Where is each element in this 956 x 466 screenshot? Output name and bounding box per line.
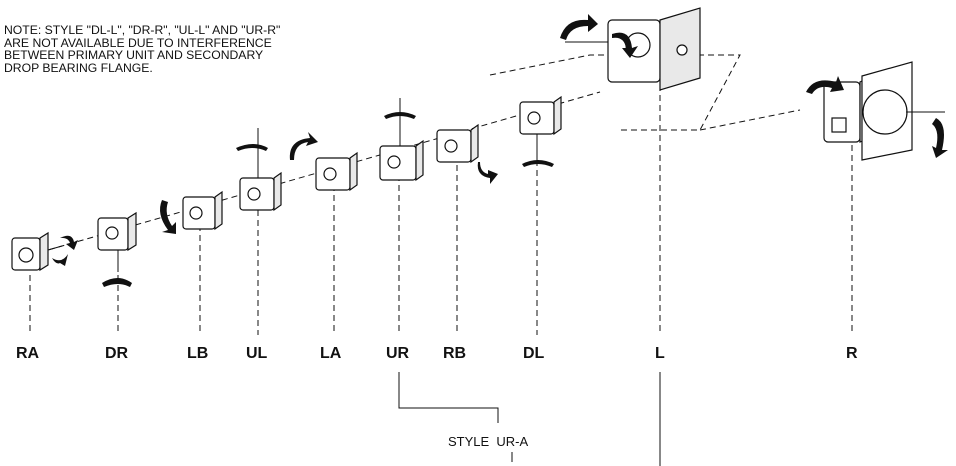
style-label-dr: DR [105,345,129,362]
note-line: DROP BEARING FLANGE. [4,60,153,75]
rotation-arrow-icon [52,254,68,266]
style-label-ra: RA [16,345,40,362]
rotation-arrow-icon [236,144,268,151]
rotation-arrow-icon [522,160,554,167]
rotation-arrow-icon [160,200,176,234]
unit-la [289,132,358,192]
unit-lb [160,190,223,234]
style-label-lb: LB [187,345,208,362]
callout-style-ur-a: STYLE UR-A [448,434,529,449]
rotation-arrow-icon [384,112,416,119]
availability-note: NOTE: STYLE "DL-L", "DR-R", "UL-L" AND "… [4,24,434,74]
style-label-l: L [655,345,665,362]
unit-ul [236,128,282,212]
callout-line-ur [398,372,499,423]
unit-dr [97,211,137,287]
rotation-arrow-icon [612,32,638,58]
note-line: NOTE: STYLE "DL-L", "DR-R", "UL-L" AND "… [4,23,281,37]
rotation-arrow-icon [932,118,948,158]
note-line: BETWEEN PRIMARY UNIT AND SECONDARY [4,48,264,63]
style-label-la: LA [320,345,342,362]
style-label-ur: UR [386,345,410,362]
rotation-arrow-icon [60,235,78,250]
rotation-arrow-icon [477,162,498,184]
unit-rb [436,123,498,184]
unit-l [560,7,701,91]
rotation-arrow-icon [102,278,132,287]
style-label-ul: UL [246,345,268,362]
mounting-plane-edge [699,109,801,131]
style-label-rb: RB [443,345,466,362]
rotation-arrow-icon [560,14,598,40]
rotation-arrow-icon [289,132,318,160]
note-line: ARE NOT AVAILABLE DUE TO INTERFERENCE [4,35,272,50]
style-label-r: R [846,345,858,362]
unit-ur [379,98,424,182]
unit-r [806,61,948,161]
rotation-arrow-icon [806,76,844,94]
unit-ra [11,231,78,272]
style-label-dl: DL [523,345,545,362]
mounting-plane [489,54,741,131]
unit-dl [519,95,562,167]
